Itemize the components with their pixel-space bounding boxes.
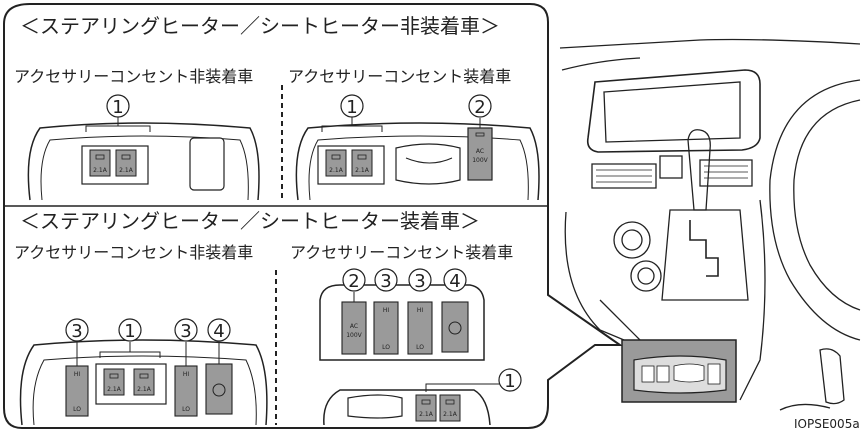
- callout-number-seat-heater: 3: [180, 321, 191, 342]
- heater-lo-label: LO: [73, 406, 81, 413]
- highlighted-outlet-area: [621, 339, 737, 403]
- usb-rating-label: 2.1A: [443, 411, 458, 418]
- ac-outlet-voltage: 100V: [346, 332, 362, 339]
- heater-lo-label: LO: [416, 344, 424, 351]
- usb-rating-label: 2.1A: [93, 167, 108, 174]
- callout-number-ac-outlet: 2: [474, 97, 485, 118]
- panel-bottom-right: AC 100V HI LO HI LO 2 3 3 4 2.1A 2.1A 1: [319, 268, 522, 426]
- callout-number-steering-heater: 4: [213, 321, 224, 342]
- callout-number-usb: 1: [112, 97, 123, 118]
- dashboard-illustration: [559, 38, 861, 411]
- callout-frame: [3, 3, 624, 429]
- header-without-heaters: ＜ステアリングヒーター／シートヒーター非装着車＞: [20, 14, 500, 38]
- callout-number-seat-heater: 3: [414, 271, 425, 292]
- ac-outlet-label: AC: [476, 148, 484, 155]
- callout-number-ac-outlet: 2: [348, 271, 359, 292]
- subheader-top-right: アクセサリーコンセント装着車: [288, 67, 511, 86]
- callout-number-seat-heater: 3: [71, 321, 82, 342]
- heater-lo-label: LO: [382, 344, 390, 351]
- heater-hi-label: HI: [383, 307, 390, 314]
- ac-outlet-voltage: 100V: [472, 157, 488, 164]
- panel-top-left: 2.1A 2.1A 1: [27, 94, 260, 201]
- header-with-heaters: ＜ステアリングヒーター／シートヒーター装着車＞: [20, 209, 480, 233]
- ac-outlet-label: AC: [350, 323, 358, 330]
- heater-lo-label: LO: [182, 406, 190, 413]
- panel-top-right: 2.1A 2.1A AC 100V 1 2: [295, 94, 540, 201]
- heater-hi-label: HI: [417, 307, 424, 314]
- callout-number-steering-heater: 4: [449, 271, 460, 292]
- panel-bottom-left: HI LO 2.1A 2.1A HI LO 1 3 3 4: [19, 318, 268, 426]
- usb-rating-label: 2.1A: [107, 386, 122, 393]
- subheader-bottom-right: アクセサリーコンセント装着車: [290, 243, 513, 262]
- heater-hi-label: HI: [183, 371, 190, 378]
- usb-rating-label: 2.1A: [119, 167, 134, 174]
- callout-number-seat-heater: 3: [380, 271, 391, 292]
- subheader-top-left: アクセサリーコンセント非装着車: [14, 67, 253, 86]
- usb-rating-label: 2.1A: [137, 386, 152, 393]
- usb-rating-label: 2.1A: [329, 167, 344, 174]
- callout-number-usb: 1: [504, 371, 515, 392]
- callout-number-usb: 1: [124, 321, 135, 342]
- usb-rating-label: 2.1A: [355, 167, 370, 174]
- usb-rating-label: 2.1A: [419, 411, 434, 418]
- subheader-bottom-left: アクセサリーコンセント非装着車: [14, 243, 253, 262]
- figure-code: IOPSE005a: [794, 417, 860, 431]
- callout-number-usb: 1: [346, 97, 357, 118]
- heater-hi-label: HI: [74, 371, 81, 378]
